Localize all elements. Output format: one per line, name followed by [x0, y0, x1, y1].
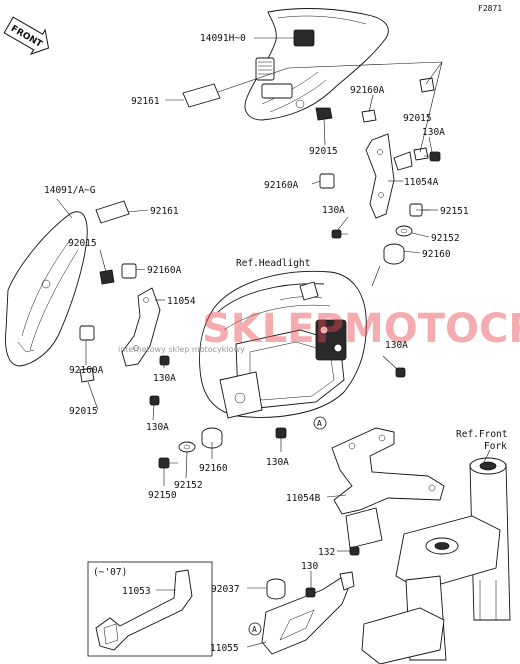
bracket-11054B: [331, 427, 445, 549]
foam-pad-92161-top: [182, 83, 221, 108]
figure-code: F2871: [478, 4, 502, 13]
part-label: 14091/A~G: [44, 185, 96, 196]
headlight-assembly: [199, 270, 367, 419]
bolt-130A-bottom: [149, 395, 160, 406]
part-label: 92160: [422, 249, 451, 260]
part-label: 130A: [153, 373, 176, 384]
cap-92037: [266, 578, 286, 600]
callout-a-upper: A: [313, 416, 327, 430]
part-label: 92161: [150, 206, 179, 217]
part-label: 92160A: [264, 180, 299, 191]
bracket-11054A: [365, 133, 413, 219]
part-label: 11053: [122, 586, 151, 597]
bolt-130: [305, 587, 316, 598]
part-label: 92160A: [350, 85, 385, 96]
part-label: 92151: [440, 206, 469, 217]
foam-pad-92161-left: [95, 200, 130, 224]
part-label: 92160A: [69, 365, 104, 376]
svg-text:A: A: [252, 625, 257, 634]
callout-a-lower: A: [248, 622, 262, 636]
bracket-11055: [261, 571, 355, 655]
rubber-92160A-low: [79, 325, 95, 341]
part-label: 130A: [385, 340, 408, 351]
bolt-92150: [158, 457, 178, 469]
bolt-130A-center: [275, 427, 287, 439]
ref-front-fork-line1: Ref.Front: [456, 429, 507, 440]
bracket-11053: [95, 569, 193, 651]
part-label: 130A: [146, 422, 169, 433]
watermark-brand: SKLEPMOTOCROSS.PL: [202, 306, 520, 352]
part-label: 92160A: [147, 265, 182, 276]
rubber-92160A-mid: [319, 173, 335, 189]
ref-front-fork-line2: Fork: [484, 441, 507, 452]
part-label: 11054: [167, 296, 196, 307]
part-label: 92152: [174, 480, 203, 491]
leader-lines: [56, 37, 491, 648]
side-cowl-left: [5, 211, 88, 367]
part-label: 92015: [309, 146, 338, 157]
part-label: 14091H~0: [200, 33, 246, 44]
inset-box: (~'07): [87, 561, 213, 657]
bolt-130A-top: [424, 151, 441, 162]
part-label: 92161: [131, 96, 160, 107]
part-label: 92152: [431, 233, 460, 244]
part-label: 132: [318, 547, 335, 558]
bolt-130A-mid: [331, 229, 348, 239]
ref-headlight: Ref.Headlight: [236, 258, 310, 269]
part-label: 92015: [403, 113, 432, 124]
part-labels: 14091H~0 92161 92160A 92015 92015 130A 9…: [44, 33, 469, 654]
bolt-130A-right: [395, 367, 406, 378]
svg-text:A: A: [317, 419, 322, 428]
part-label: 92150: [148, 490, 177, 501]
washer-92152-low: [178, 441, 196, 453]
front-arrow-icon: FRONT: [3, 16, 50, 56]
part-label: 11054A: [404, 177, 439, 188]
clip-92015-left: [99, 269, 115, 285]
watermark-url: internetowy sklep motocyklowy: [118, 345, 245, 354]
part-label: 92015: [69, 406, 98, 417]
front-fork: [361, 457, 511, 664]
clip-nuts-top: [315, 77, 435, 161]
inset-note: (~'07): [93, 567, 127, 578]
rubber-92160A-left: [121, 263, 137, 279]
grommet-92160-right: [383, 243, 405, 265]
part-label: 130A: [266, 457, 289, 468]
part-label: 11054B: [286, 493, 321, 504]
bracket-11054: [121, 287, 161, 367]
part-label: 130A: [322, 205, 345, 216]
part-label: 11055: [210, 643, 239, 654]
bolt-130A-left: [159, 355, 170, 366]
part-label: 130A: [422, 127, 445, 138]
part-label: 92160: [199, 463, 228, 474]
clip-92015-low: [79, 367, 95, 383]
inner-cowl-upper: [244, 8, 389, 121]
part-label: 130: [301, 561, 318, 572]
part-label: 92015: [68, 238, 97, 249]
bolt-132: [349, 546, 360, 556]
part-label: 92037: [211, 584, 240, 595]
grommet-92160-low: [201, 427, 223, 449]
washer-92152-right: [395, 225, 413, 237]
